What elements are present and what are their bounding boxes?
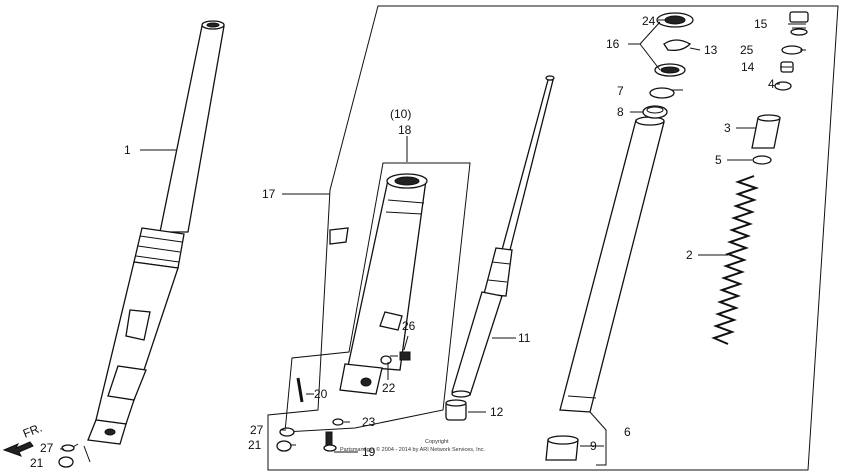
direction-text: FR. <box>21 421 44 441</box>
label-23: 23 <box>362 415 376 429</box>
bottom-case-slider[interactable] <box>329 173 428 395</box>
label-7: 7 <box>617 84 624 98</box>
label-24: 24 <box>642 14 656 28</box>
front-direction-marker: FR. <box>2 421 44 457</box>
guide-bush[interactable] <box>642 105 668 119</box>
label-22: 22 <box>382 381 396 395</box>
o-ring[interactable] <box>781 45 803 55</box>
oil-seal[interactable] <box>654 63 686 77</box>
drain-bolt[interactable] <box>390 351 411 361</box>
label-2: 2 <box>686 248 693 262</box>
label-21-left: 21 <box>30 456 44 470</box>
label-1: 1 <box>124 143 131 157</box>
socket-bolt-washer[interactable] <box>332 418 344 426</box>
spacer-collar[interactable] <box>751 114 781 149</box>
leader-lines <box>60 19 806 466</box>
spring-washer[interactable] <box>752 155 772 165</box>
assembly-frame <box>267 5 839 471</box>
copyright-line1: Copyright <box>425 439 449 445</box>
slider-bushing[interactable] <box>545 435 579 461</box>
back-up-ring[interactable] <box>649 87 675 99</box>
nut-21[interactable] <box>276 440 292 452</box>
copyright-watermark: Copyright Partsmanager © 2004 - 2014 by … <box>340 439 485 453</box>
fork-cap-bolt[interactable] <box>789 11 809 36</box>
label-6: 6 <box>624 425 631 439</box>
label-21: 21 <box>248 438 262 452</box>
label-27: 27 <box>250 423 264 437</box>
fork-tube[interactable] <box>559 116 665 413</box>
label-12: 12 <box>490 405 504 419</box>
drain-washer[interactable] <box>380 355 392 365</box>
label-14: 14 <box>741 60 755 74</box>
label-16: 16 <box>606 37 620 51</box>
washer-27[interactable] <box>279 427 295 437</box>
nut-21-left[interactable] <box>58 456 74 468</box>
rebound-spring-bush[interactable] <box>445 399 467 421</box>
label-4: 4 <box>768 77 775 91</box>
label-17: 17 <box>262 187 276 201</box>
socket-bolt[interactable] <box>323 431 337 452</box>
label-10: (10) <box>390 107 411 121</box>
part-labels: 1 2 3 4 5 6 7 8 9 (10) 11 12 13 14 15 16… <box>30 14 775 470</box>
label-13: 13 <box>704 43 718 57</box>
label-15: 15 <box>754 17 768 31</box>
label-5: 5 <box>715 153 722 167</box>
seal-stopper-ring[interactable] <box>663 39 692 52</box>
fork-assembly[interactable] <box>67 20 225 463</box>
copyright-line2: Partsmanager © 2004 - 2014 by ARI Networ… <box>340 446 485 453</box>
washer-27-left[interactable] <box>61 444 75 452</box>
label-26: 26 <box>402 319 416 333</box>
label-27-left: 27 <box>40 441 54 455</box>
label-3: 3 <box>724 121 731 135</box>
slider-subframe <box>284 162 471 433</box>
label-20: 20 <box>314 387 328 401</box>
fork-spring[interactable] <box>711 175 760 345</box>
label-9: 9 <box>590 439 597 453</box>
stud-bolt[interactable] <box>296 377 304 403</box>
spring-seat[interactable] <box>774 81 792 91</box>
label-19: 19 <box>362 445 376 459</box>
label-18: 18 <box>398 123 412 137</box>
label-11: 11 <box>518 331 531 345</box>
fork-pipe[interactable] <box>451 75 555 398</box>
label-25: 25 <box>740 43 754 57</box>
label-8: 8 <box>617 105 624 119</box>
